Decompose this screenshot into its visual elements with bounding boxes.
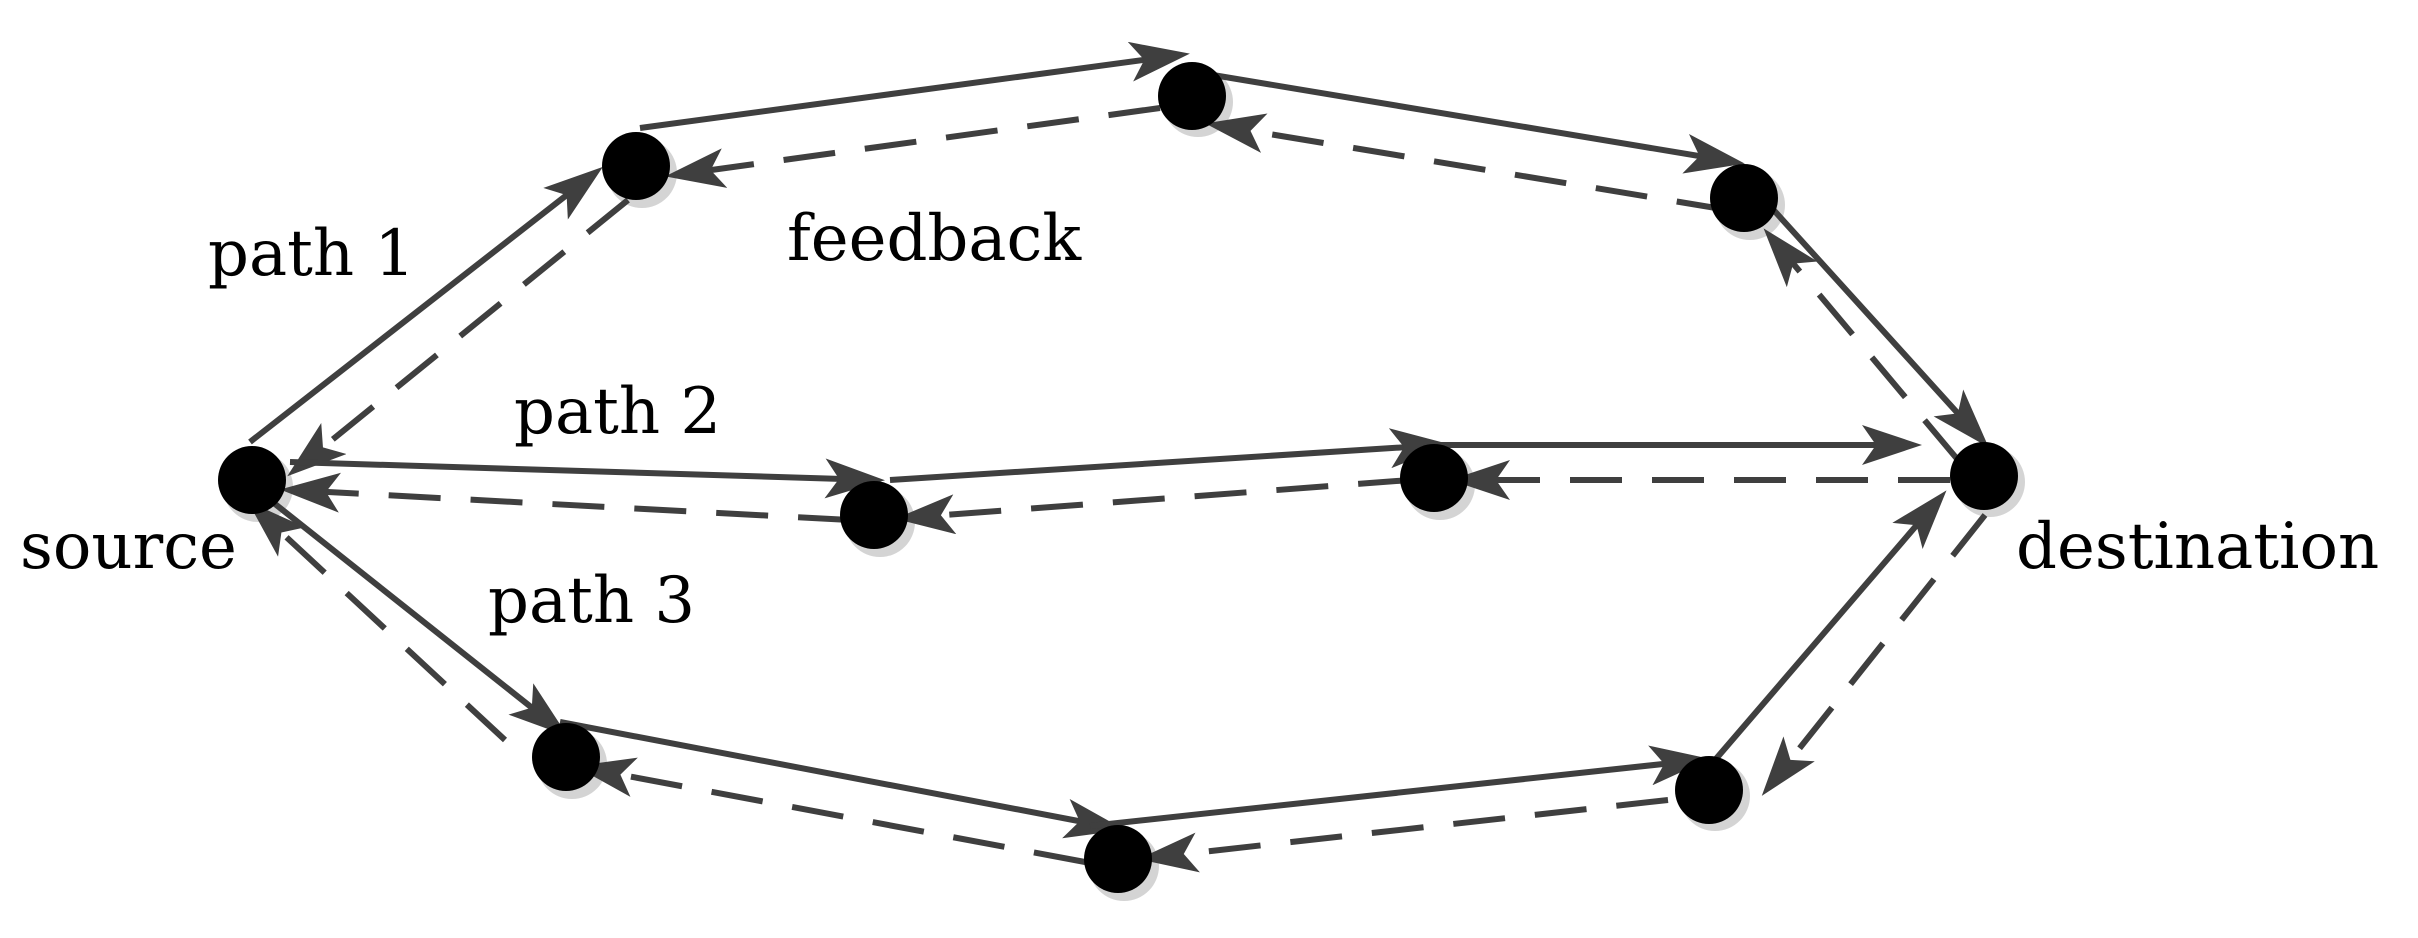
- path1-node-3: [1710, 164, 1778, 232]
- path1-arrow-1: [248, 166, 603, 445]
- destination-node: [1950, 442, 2018, 510]
- source-label: source: [20, 510, 237, 584]
- path3-arrow-1: [268, 497, 568, 737]
- path3-feedback-3: [575, 757, 1086, 865]
- path1-arrow-3: [1194, 69, 1745, 174]
- path1-label: path 1: [208, 217, 415, 291]
- path2-feedback-arrows: [280, 460, 1950, 535]
- path2-feedback-2: [895, 477, 1411, 535]
- path3-feedback-4: [247, 501, 508, 743]
- path2-feedback-3: [280, 472, 851, 523]
- path3-arrow-3: [1089, 745, 1710, 829]
- path1-feedback-2: [1205, 113, 1729, 213]
- path2-arrow-2: [889, 428, 1450, 483]
- path1-feedback-4: [287, 197, 630, 477]
- path1-feedback-3: [665, 105, 1161, 188]
- source-node: [218, 446, 286, 514]
- path3-node-2: [1084, 825, 1152, 893]
- nodes: [218, 62, 2018, 893]
- path2-node-1: [840, 481, 908, 549]
- path1-feedback-1: [1763, 228, 1961, 462]
- path2-arrow-1: [289, 458, 885, 499]
- path2-label: path 2: [514, 375, 721, 449]
- path3-feedback-2: [1138, 797, 1669, 873]
- path3-feedback-arrows: [247, 501, 1988, 873]
- path1-node-2: [1158, 62, 1226, 130]
- path3-forward-arrows: [268, 490, 1947, 839]
- path1-feedback-arrows: [287, 105, 1961, 477]
- destination-label: destination: [2016, 510, 2379, 584]
- path1-arrow-2: [639, 41, 1190, 131]
- path1-node-1: [602, 132, 670, 200]
- path2-forward-arrows: [289, 425, 1922, 499]
- path1-arrow-4: [1757, 192, 1989, 448]
- path3-label: path 3: [488, 564, 695, 638]
- path3-node-1: [532, 723, 600, 791]
- path3-node-3: [1675, 756, 1743, 824]
- path3-arrow-4: [1712, 490, 1947, 762]
- path3-feedback-1: [1761, 513, 1988, 796]
- feedback-label: feedback: [787, 202, 1082, 276]
- path3-arrow-2: [559, 719, 1125, 839]
- path2-node-2: [1400, 444, 1468, 512]
